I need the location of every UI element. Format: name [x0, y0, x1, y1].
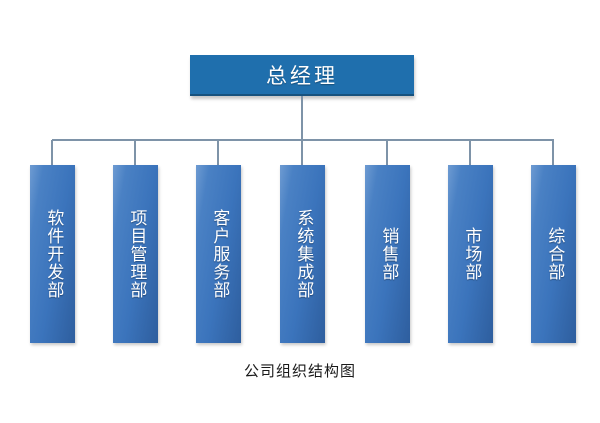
org-node-dept-label: 软件开发部 — [43, 209, 64, 299]
chart-caption: 公司组织结构图 — [243, 362, 356, 380]
org-node-root[interactable]: 总经理 — [190, 55, 414, 96]
org-node-dept-1[interactable]: 软件开发部 — [30, 165, 75, 343]
connector-horizontal-bus — [52, 139, 554, 141]
org-node-dept-4[interactable]: 系统集成部 — [280, 165, 325, 343]
org-node-dept-label: 市场部 — [461, 227, 482, 281]
connector-drop-2 — [134, 140, 136, 165]
org-node-dept-label: 客户服务部 — [209, 209, 230, 299]
connector-drop-1 — [51, 140, 53, 165]
org-node-dept-label: 项目管理部 — [126, 209, 147, 299]
org-node-dept-3[interactable]: 客户服务部 — [196, 165, 241, 343]
org-node-dept-6[interactable]: 市场部 — [448, 165, 493, 343]
org-node-root-label: 总经理 — [266, 63, 338, 88]
connector-drop-3 — [217, 140, 219, 165]
org-node-dept-7[interactable]: 综合部 — [531, 165, 576, 343]
connector-drop-5 — [386, 140, 388, 165]
org-node-dept-5[interactable]: 销售部 — [365, 165, 410, 343]
connector-drop-4 — [301, 140, 303, 165]
org-node-dept-label: 销售部 — [378, 227, 399, 281]
org-node-dept-label: 综合部 — [544, 227, 565, 281]
org-node-dept-label: 系统集成部 — [293, 209, 314, 299]
connector-drop-7 — [552, 140, 554, 165]
connector-root-stem — [301, 96, 303, 141]
org-node-dept-2[interactable]: 项目管理部 — [113, 165, 158, 343]
connector-drop-6 — [469, 140, 471, 165]
